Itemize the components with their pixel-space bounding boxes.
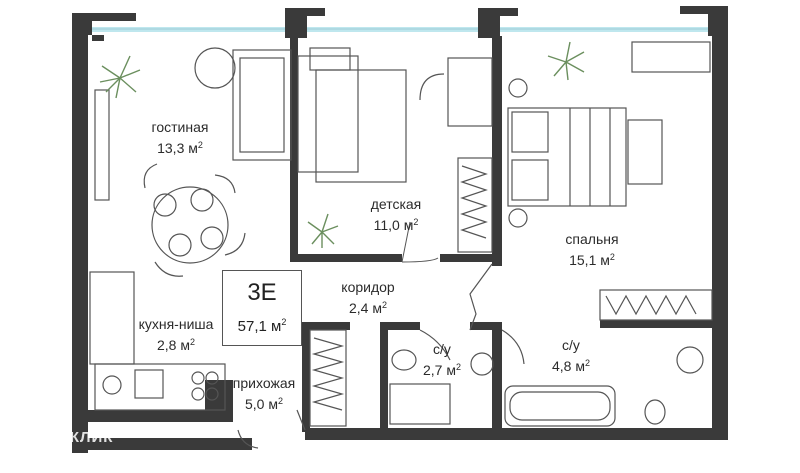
room-label-bath1: с/у 2,7 м2 xyxy=(412,340,472,379)
room-label-living: гостиная 13,3 м2 xyxy=(130,118,230,157)
room-name: коридор xyxy=(341,279,395,295)
room-area: 5,0 м xyxy=(245,396,278,412)
room-name: детская xyxy=(370,196,422,212)
room-name: прихожая xyxy=(232,375,296,391)
plant-living xyxy=(99,55,141,99)
bath2-fixtures xyxy=(469,263,704,427)
area-power: 2 xyxy=(189,337,195,347)
room-name: с/у xyxy=(433,341,451,357)
area-power: 2 xyxy=(381,300,387,310)
room-area: 2,8 м xyxy=(157,337,190,353)
room-area: 15,1 м xyxy=(569,252,610,268)
area-power: 2 xyxy=(584,358,590,368)
room-area: 11,0 м xyxy=(373,217,414,233)
room-name: спальня xyxy=(565,231,619,247)
bedroom-furniture xyxy=(507,41,713,321)
room-name: кухня-ниша xyxy=(138,316,214,332)
room-label-hall: прихожая 5,0 м2 xyxy=(224,374,304,413)
domclick-logo-icon xyxy=(6,428,26,448)
door-kids xyxy=(401,221,439,263)
area-power: 2 xyxy=(413,217,419,227)
apartment-type: 3Е xyxy=(247,279,277,306)
hall-furniture xyxy=(237,329,347,449)
room-label-bath2: с/у 4,8 м2 xyxy=(536,336,606,375)
walls xyxy=(72,6,728,453)
total-area-power: 2 xyxy=(281,317,287,327)
room-area: 2,7 м xyxy=(423,362,456,378)
room-name: гостиная xyxy=(151,119,209,135)
plant-kids xyxy=(307,213,339,248)
room-label-kids: детская 11,0 м2 xyxy=(346,195,446,234)
room-name: с/у xyxy=(562,337,580,353)
area-power: 2 xyxy=(277,396,283,406)
kitchen-furniture xyxy=(89,271,226,411)
watermark-text: ДОМКЛИК xyxy=(32,428,114,446)
domclick-watermark: ДОМКЛИК xyxy=(6,428,113,448)
kids-furniture xyxy=(297,47,493,253)
area-power: 2 xyxy=(197,140,203,150)
area-power: 2 xyxy=(455,362,461,372)
room-label-bedroom: спальня 15,1 м2 xyxy=(542,230,642,269)
area-power: 2 xyxy=(609,252,615,262)
room-area: 13,3 м xyxy=(157,140,198,156)
apartment-type-box: 3Е 57,1 м2 xyxy=(222,270,302,346)
plant-bedroom xyxy=(547,41,585,81)
room-label-kitchen: кухня-ниша 2,8 м2 xyxy=(126,315,226,354)
living-furniture xyxy=(94,47,292,277)
room-label-corridor: коридор 2,4 м2 xyxy=(318,278,418,317)
room-area: 2,4 м xyxy=(349,300,382,316)
bath1-fixtures xyxy=(389,329,494,425)
total-area: 57,1 м xyxy=(237,318,282,335)
room-area: 4,8 м xyxy=(552,358,585,374)
